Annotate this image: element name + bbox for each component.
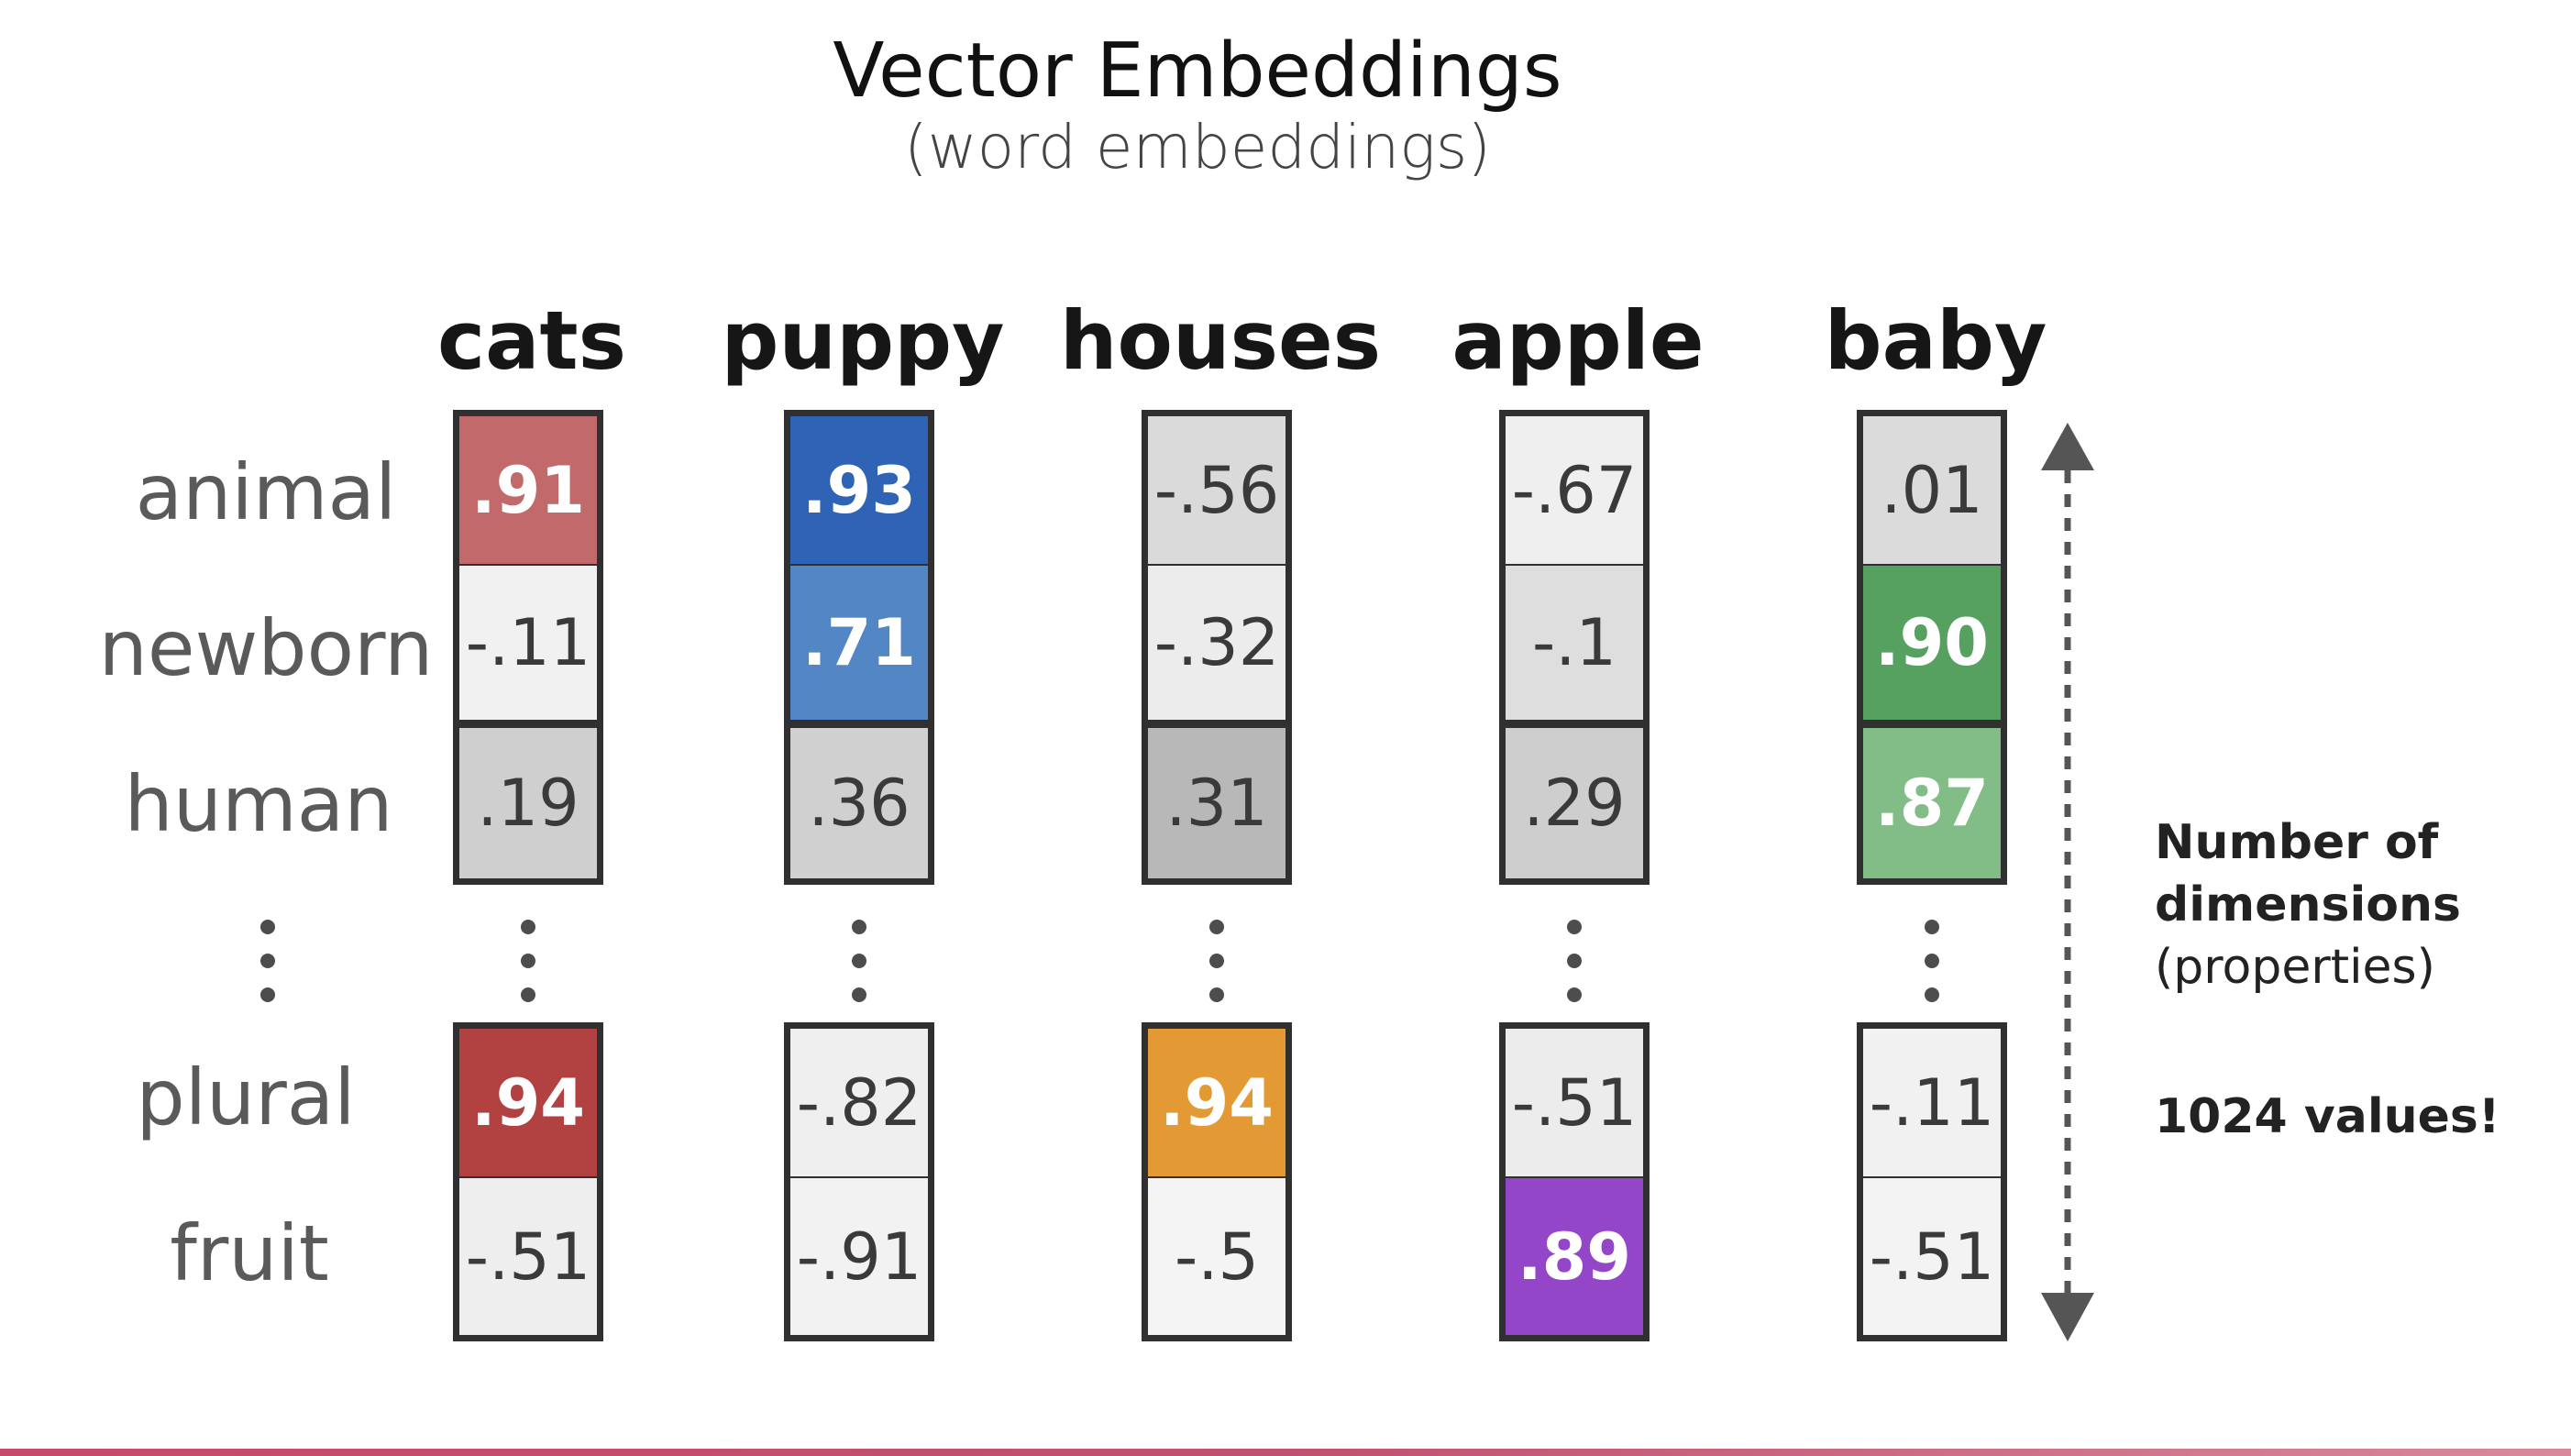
row-ellipsis: [259, 920, 277, 1002]
value-cell-baby-fruit: -.51: [1857, 1178, 2007, 1341]
value-cell-houses-fruit: -.5: [1142, 1178, 1292, 1341]
value-cell-cats-human: .19: [453, 722, 603, 885]
value-cell-baby-human: .87: [1857, 722, 2007, 885]
value-cell-houses-animal: -.56: [1142, 410, 1292, 570]
value-cell-houses-plural: .94: [1142, 1022, 1292, 1183]
value-cell-puppy-human: .36: [784, 722, 934, 885]
dimensions-note-line2: dimensions: [2155, 877, 2461, 932]
footer-bar: [0, 1449, 2571, 1456]
page-title: Vector Embeddings: [833, 28, 1562, 115]
word-header-houses: houses: [1059, 293, 1382, 388]
row-label-fruit: fruit: [170, 1208, 329, 1298]
column-ellipsis-houses: [1208, 920, 1226, 1002]
value-cell-baby-plural: -.11: [1857, 1022, 2007, 1183]
dimensions-note: Number of dimensions (properties): [2155, 811, 2461, 998]
column-ellipsis-cats: [519, 920, 537, 1002]
word-header-puppy: puppy: [721, 293, 1005, 388]
dimensions-count-text: 1024 values!: [2155, 1089, 2500, 1144]
value-cell-cats-fruit: -.51: [453, 1178, 603, 1341]
dimension-arrow: [2041, 423, 2094, 1341]
row-label-animal: animal: [135, 447, 397, 537]
value-cell-apple-fruit: .89: [1499, 1178, 1650, 1341]
word-header-cats: cats: [437, 293, 626, 388]
column-ellipsis-baby: [1923, 920, 1941, 1002]
value-cell-apple-newborn: -.1: [1499, 566, 1650, 726]
arrow-down-icon: [2041, 1293, 2094, 1341]
value-cell-puppy-fruit: -.91: [784, 1178, 934, 1341]
page-subtitle: (word embeddings): [903, 112, 1492, 182]
dimensions-count: 1024 values!: [2155, 1086, 2500, 1148]
dimensions-note-line3: (properties): [2155, 940, 2435, 995]
value-cell-houses-newborn: -.32: [1142, 566, 1292, 726]
value-cell-apple-plural: -.51: [1499, 1022, 1650, 1183]
arrow-up-icon: [2041, 423, 2094, 470]
word-header-apple: apple: [1451, 293, 1705, 388]
value-cell-puppy-animal: .93: [784, 410, 934, 570]
word-header-baby: baby: [1824, 293, 2047, 388]
row-label-human: human: [124, 759, 393, 849]
value-cell-baby-animal: .01: [1857, 410, 2007, 570]
value-cell-apple-animal: -.67: [1499, 410, 1650, 570]
dimensions-note-line1: Number of: [2155, 815, 2439, 870]
value-cell-cats-animal: .91: [453, 410, 603, 570]
value-cell-puppy-plural: -.82: [784, 1022, 934, 1183]
value-cell-puppy-newborn: .71: [784, 566, 934, 726]
column-ellipsis-puppy: [850, 920, 868, 1002]
row-label-newborn: newborn: [98, 603, 434, 693]
row-label-plural: plural: [136, 1053, 356, 1142]
value-cell-houses-human: .31: [1142, 722, 1292, 885]
value-cell-baby-newborn: .90: [1857, 566, 2007, 726]
value-cell-apple-human: .29: [1499, 722, 1650, 885]
value-cell-cats-plural: .94: [453, 1022, 603, 1183]
value-cell-cats-newborn: -.11: [453, 566, 603, 726]
column-ellipsis-apple: [1565, 920, 1583, 1002]
